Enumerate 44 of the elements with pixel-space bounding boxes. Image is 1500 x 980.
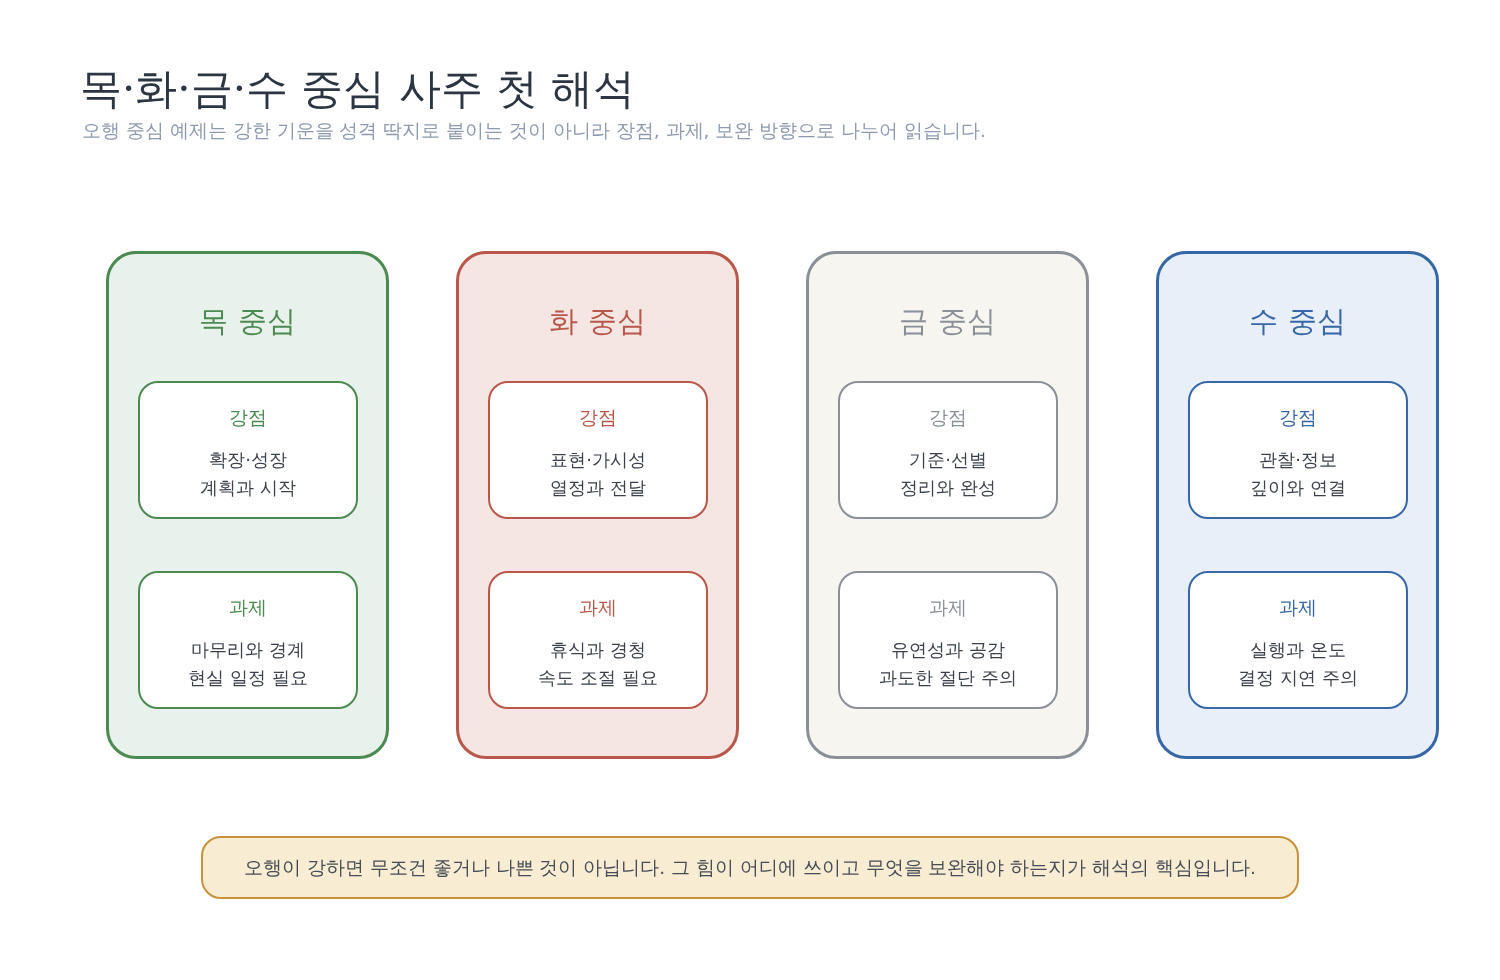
box-text: 속도 조절 필요 <box>538 666 658 690</box>
info-box <box>488 381 708 519</box>
info-box <box>138 571 358 709</box>
note-box <box>201 836 1299 899</box>
group-card <box>106 251 389 759</box>
info-box <box>1188 571 1408 709</box>
box-text: 휴식과 경청 <box>550 638 646 662</box>
group-card <box>806 251 1089 759</box>
note-text: 오행이 강하면 무조건 좋거나 나쁜 것이 아닙니다. 그 힘이 어디에 쓰이고 무엇을 보완해야 하는지가 해석의 핵심입니다. <box>244 855 1256 880</box>
info-box <box>1188 381 1408 519</box>
box-text: 마무리와 경계 <box>191 638 305 662</box>
box-text: 표현·가시성 <box>550 448 646 472</box>
box-text: 유연성과 공감 <box>891 638 1005 662</box>
info-box <box>138 381 358 519</box>
subtitle: 오행 중심 예제는 강한 기운을 성격 딱지로 붙이는 것이 아니라 장점, 과제, 보완 방향으로 나누어 읽습니다. <box>82 119 986 143</box>
box-heading: 강점 <box>229 405 267 430</box>
card-title: 화 중심 <box>549 304 646 338</box>
box-heading: 과제 <box>229 595 267 620</box>
box-text: 관찰·정보 <box>1259 448 1337 472</box>
box-heading: 과제 <box>929 595 967 620</box>
box-heading: 과제 <box>1279 595 1317 620</box>
group-card <box>456 251 739 759</box>
box-text: 현실 일정 필요 <box>188 666 308 690</box>
info-box <box>838 571 1058 709</box>
box-heading: 강점 <box>1279 405 1317 430</box>
box-text: 실행과 온도 <box>1250 638 1346 662</box>
title: 목·화·금·수 중심 사주 첫 해석 <box>80 64 636 114</box>
box-heading: 강점 <box>929 405 967 430</box>
box-text: 계획과 시작 <box>200 476 296 500</box>
box-text: 과도한 절단 주의 <box>879 666 1017 690</box>
box-text: 기준·선별 <box>909 448 987 472</box>
card-title: 수 중심 <box>1249 304 1346 338</box>
card-title: 금 중심 <box>899 304 996 338</box>
box-text: 열정과 전달 <box>550 476 646 500</box>
box-text: 정리와 완성 <box>900 476 996 500</box>
card-title: 목 중심 <box>199 304 296 338</box>
box-text: 결정 지연 주의 <box>1238 666 1358 690</box>
info-box <box>488 571 708 709</box>
box-text: 깊이와 연결 <box>1250 476 1346 500</box>
box-heading: 강점 <box>579 405 617 430</box>
box-text: 확장·성장 <box>209 448 287 472</box>
box-heading: 과제 <box>579 595 617 620</box>
info-box <box>838 381 1058 519</box>
group-card <box>1156 251 1439 759</box>
